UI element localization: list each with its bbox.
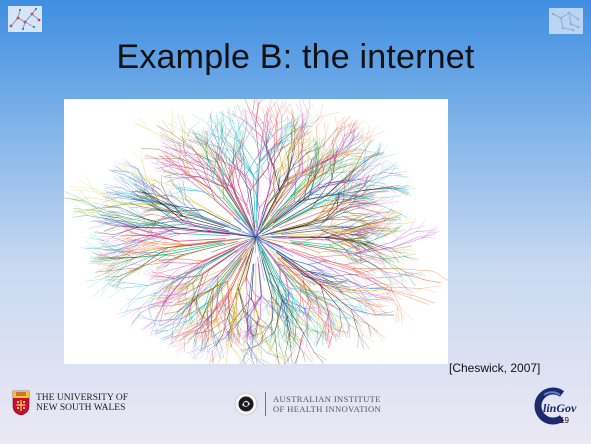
aihi-emblem-icon (234, 392, 258, 416)
aihi-divider (265, 392, 266, 416)
internet-map-image (64, 99, 448, 364)
footer: THE UNIVERSITY OF NEW SOUTH WALES AUSTRA… (0, 386, 591, 436)
clingov-c-icon (534, 387, 565, 425)
unsw-logo: THE UNIVERSITY OF NEW SOUTH WALES (12, 390, 128, 416)
aihi-line-2: OF HEALTH INNOVATION (273, 404, 382, 414)
unsw-line-1: THE UNIVERSITY OF (36, 393, 129, 403)
slide-title: Example B: the internet (116, 38, 475, 76)
citation: [Cheswick, 2007] (449, 361, 541, 375)
unsw-line-2: NEW SOUTH WALES (36, 403, 126, 413)
clingov-wordmark: linGov (543, 401, 577, 415)
network-graph-icon (549, 8, 583, 34)
internet-map-graphic (64, 99, 448, 364)
aihi-wordmark: AUSTRALIAN INSTITUTE OF HEALTH INNOVATIO… (273, 394, 381, 414)
unsw-crest-icon (12, 390, 30, 416)
network-graph-icon (8, 6, 42, 32)
aihi-logo: AUSTRALIAN INSTITUTE OF HEALTH INNOVATIO… (234, 392, 381, 416)
aihi-line-1: AUSTRALIAN INSTITUTE (273, 394, 381, 404)
clingov-logo: linGov 19 (532, 386, 576, 426)
unsw-wordmark: THE UNIVERSITY OF NEW SOUTH WALES (36, 393, 128, 413)
page-number: 19 (560, 416, 569, 425)
